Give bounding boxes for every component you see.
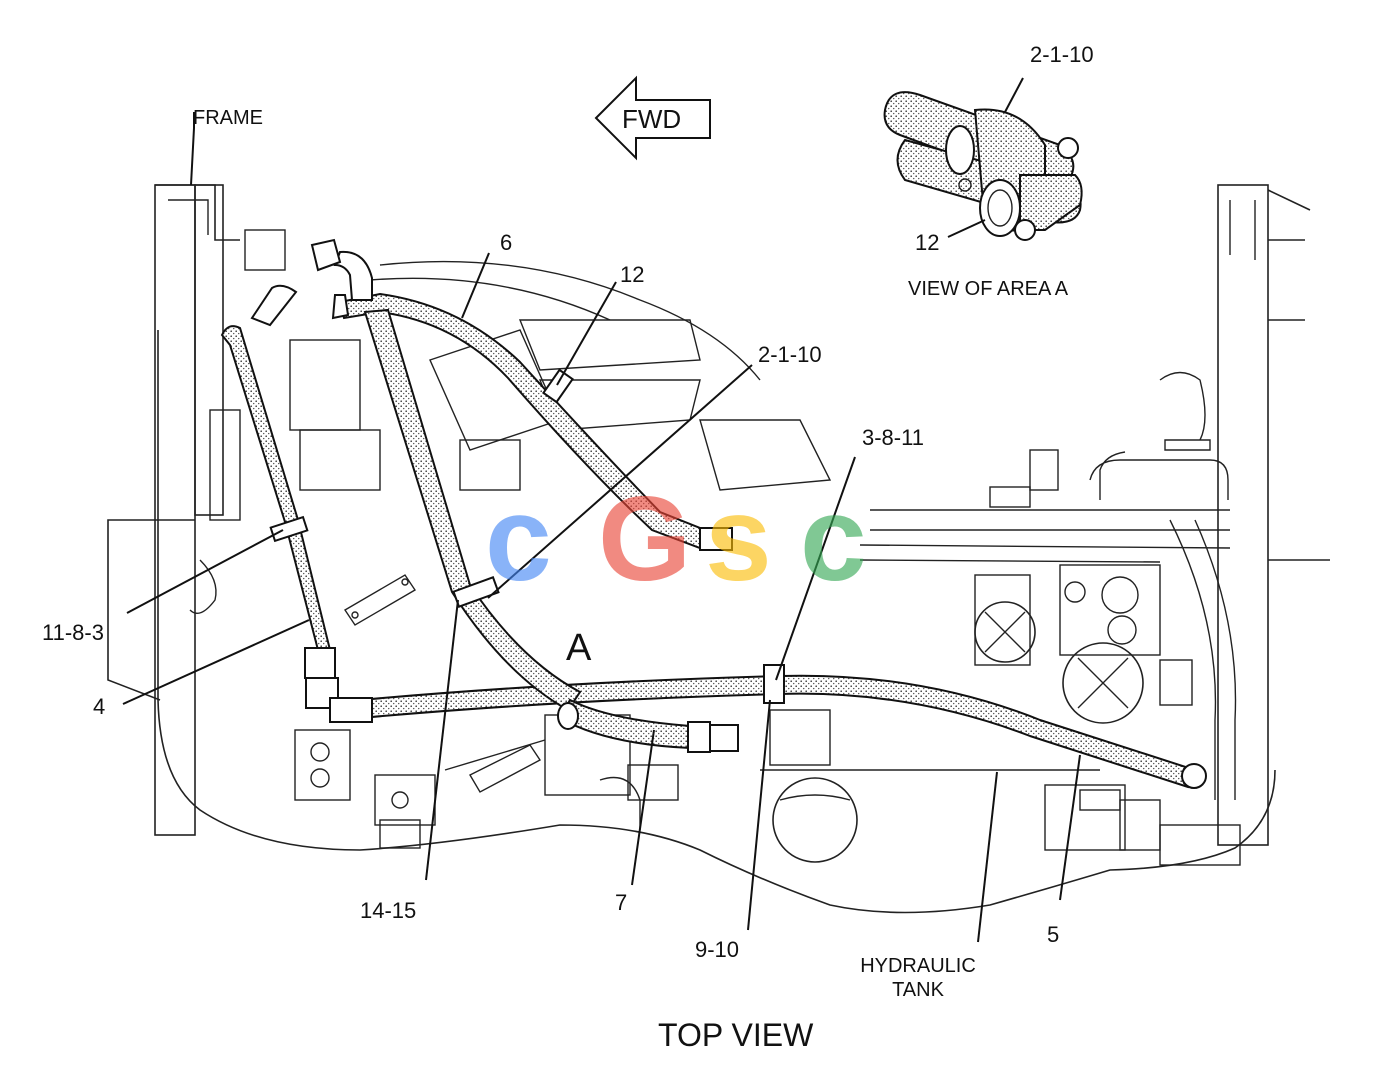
watermark-letter-c2: c: [800, 472, 867, 606]
clamps: [269, 368, 785, 704]
machine-outline: [107, 184, 1330, 914]
hose-7: [558, 698, 691, 750]
callout-14-15: 14-15: [360, 898, 416, 923]
hoses: [220, 238, 1207, 789]
callouts: FRAME 6 12 2-1-10 3-8-11 11-8-3 4 14-15 …: [42, 107, 1059, 1053]
leader-lines: [122, 112, 1081, 943]
callout-12: 12: [620, 262, 644, 287]
fwd-label: FWD: [622, 104, 681, 134]
callout-12-inset: 12: [915, 230, 939, 255]
watermark-letter-c1: c: [485, 472, 552, 606]
right-frame-rail: [1217, 184, 1269, 846]
inset-view-area-a: 2-1-10 12 VIEW OF AREA A: [883, 42, 1094, 300]
bottom-valve-block: [294, 729, 351, 801]
callout-6: 6: [500, 230, 512, 255]
callout-3-8-11: 3-8-11: [862, 425, 924, 450]
hydraulic-tank-label-line1: HYDRAULIC: [860, 955, 976, 977]
callout-4: 4: [93, 694, 105, 719]
top-view-title: TOP VIEW: [658, 1017, 814, 1053]
callout-5: 5: [1047, 922, 1059, 947]
clamp-3-8-11: [763, 664, 785, 704]
view-of-area-a-label: VIEW OF AREA A: [908, 278, 1069, 300]
area-a-marker: A: [566, 627, 592, 669]
hose-4: [220, 325, 332, 651]
hose-14-15: [363, 308, 582, 712]
clamp-2-1-10: [452, 576, 500, 608]
callout-2-1-10: 2-1-10: [758, 342, 822, 367]
callout-2-1-10-inset: 2-1-10: [1030, 42, 1094, 67]
clamp-12: [542, 368, 574, 404]
callout-9-10: 9-10: [695, 937, 739, 962]
hydraulic-tank-cap: [772, 777, 858, 863]
forward-arrow: FWD: [594, 75, 711, 161]
watermark: c G s c: [485, 472, 867, 606]
watermark-letter-g: G: [598, 472, 691, 606]
callout-11-8-3: 11-8-3: [42, 620, 104, 645]
watermark-letter-s: s: [705, 472, 772, 606]
hydraulic-tank-label-line2: TANK: [892, 979, 945, 1001]
frame-label: FRAME: [193, 107, 263, 129]
callout-7: 7: [615, 890, 627, 915]
clamp-11-8-3: [269, 515, 309, 543]
